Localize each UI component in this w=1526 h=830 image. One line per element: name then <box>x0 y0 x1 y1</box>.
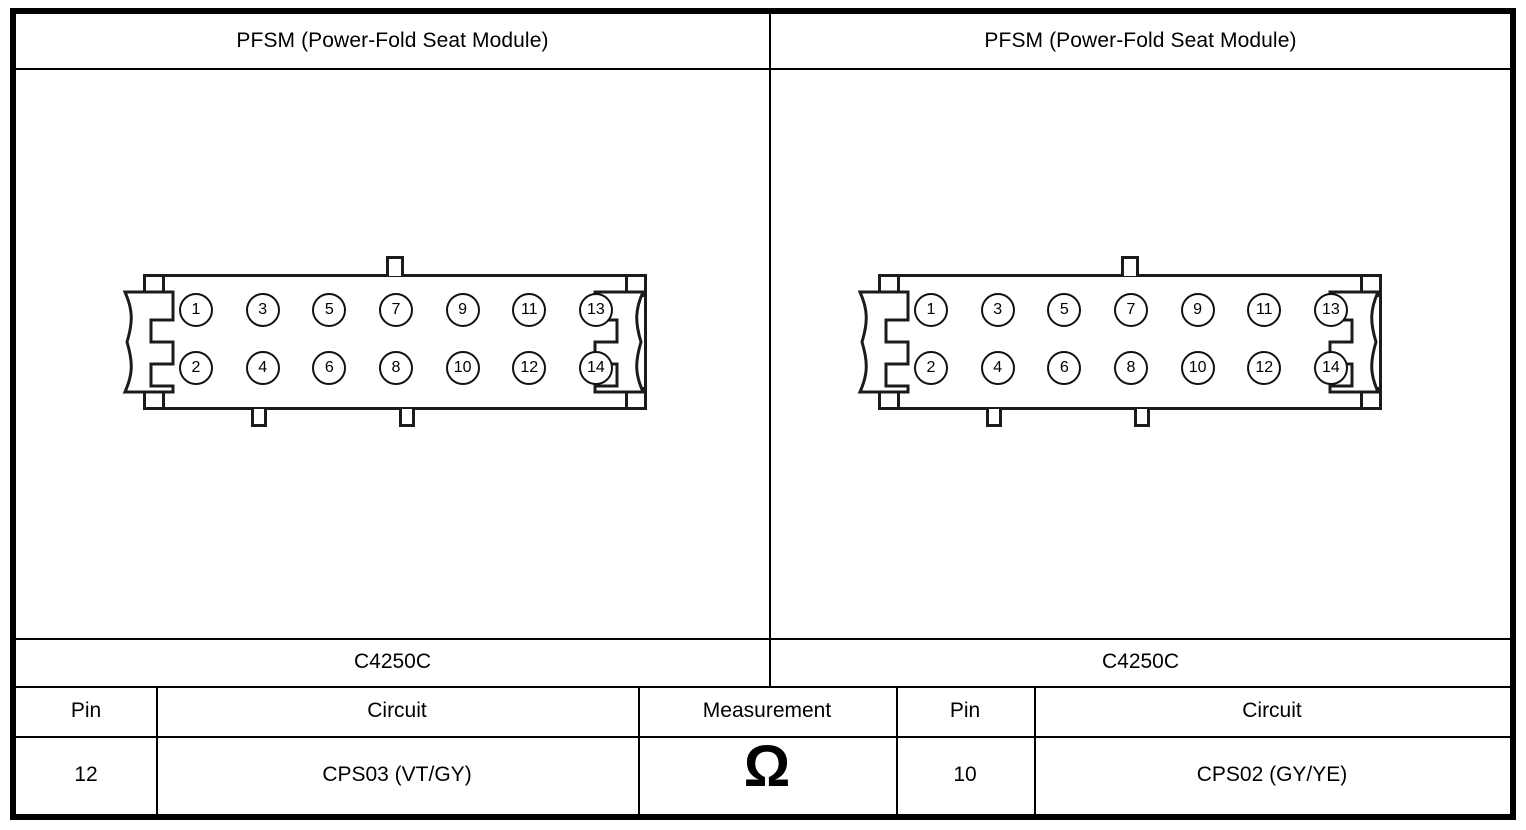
pin-circle[interactable]: 11 <box>1247 293 1282 327</box>
table-header-row: Pin Circuit Measurement Pin Circuit <box>16 686 1510 736</box>
header-pin-right: Pin <box>949 699 981 722</box>
pin-circle[interactable]: 7 <box>378 293 413 327</box>
pin-circle[interactable]: 5 <box>312 293 347 327</box>
pin-circle[interactable]: 4 <box>245 351 280 385</box>
keying-tab-bottom-left <box>986 409 1002 427</box>
connector-pane-left: 1 3 5 7 9 11 13 2 4 6 8 10 12 14 <box>16 68 769 638</box>
table-col-rule-3 <box>896 686 898 814</box>
pin-circle[interactable]: 2 <box>179 351 213 385</box>
cell-circuit-left: CPS03 (VT/GY) <box>322 763 472 786</box>
locking-latch-left <box>856 286 932 398</box>
pin-circle[interactable]: 3 <box>245 293 280 327</box>
keying-tab-top <box>386 256 404 276</box>
header-measurement: Measurement <box>702 699 832 722</box>
table-col-rule-2 <box>638 686 640 814</box>
header-circuit-right: Circuit <box>1242 699 1302 722</box>
pin-circle[interactable]: 14 <box>578 351 613 385</box>
connector-pane-right: 1 3 5 7 9 11 13 2 4 6 8 10 12 14 <box>771 68 1510 638</box>
pin-row-bottom: 2 4 6 8 10 12 14 <box>179 350 613 386</box>
pin-circle[interactable]: 10 <box>1180 351 1215 385</box>
table-header-rule <box>16 736 1510 738</box>
pin-circle[interactable]: 8 <box>378 351 413 385</box>
pin-row-bottom: 2 4 6 8 10 12 14 <box>914 350 1348 386</box>
pin-circle[interactable]: 4 <box>980 351 1015 385</box>
cell-pin-left: 12 <box>74 763 98 786</box>
connector-id-left: C4250C <box>353 650 432 673</box>
keying-tab-top <box>1121 256 1139 276</box>
pin-circle[interactable]: 9 <box>445 293 480 327</box>
module-title-right: PFSM (Power-Fold Seat Module) <box>984 29 1297 52</box>
pin-circle[interactable]: 10 <box>445 351 480 385</box>
pin-circle[interactable]: 14 <box>1313 351 1348 385</box>
keying-tab-bottom-left <box>251 409 267 427</box>
table-top-rule <box>16 686 1510 688</box>
pin-circle[interactable]: 5 <box>1047 293 1082 327</box>
pin-circle[interactable]: 2 <box>914 351 948 385</box>
pin-grid: 1 3 5 7 9 11 13 2 4 6 8 10 12 14 <box>914 286 1348 398</box>
pin-circle[interactable]: 11 <box>512 293 547 327</box>
keying-tab-bottom-right <box>1134 409 1150 427</box>
ohm-icon: Ω <box>743 734 791 799</box>
pin-circle[interactable]: 13 <box>578 293 613 327</box>
pin-circle[interactable]: 1 <box>179 293 213 327</box>
cell-pin-right: 10 <box>953 763 977 786</box>
connector-diagram-right: 1 3 5 7 9 11 13 2 4 6 8 10 12 14 <box>856 256 1404 448</box>
pin-circle[interactable]: 9 <box>1180 293 1215 327</box>
pin-row-top: 1 3 5 7 9 11 13 <box>914 292 1348 328</box>
pin-circle[interactable]: 12 <box>1247 351 1282 385</box>
locking-latch-left <box>121 286 197 398</box>
header-divider-rule <box>16 68 1510 70</box>
connector-id-top-rule <box>16 638 1510 640</box>
keying-tab-bottom-right <box>399 409 415 427</box>
table-col-rule-1 <box>156 686 158 814</box>
cell-circuit-right: CPS02 (GY/YE) <box>1196 763 1348 786</box>
pin-measurement-table: Pin Circuit Measurement Pin Circuit 12 C… <box>16 686 1510 814</box>
pin-grid: 1 3 5 7 9 11 13 2 4 6 8 10 12 14 <box>179 286 613 398</box>
pin-circle[interactable]: 12 <box>512 351 547 385</box>
pin-circle[interactable]: 3 <box>980 293 1015 327</box>
header-pin-left: Pin <box>70 699 102 722</box>
pin-circle[interactable]: 6 <box>312 351 347 385</box>
wiring-diagram-sheet: PFSM (Power-Fold Seat Module) PFSM (Powe… <box>10 8 1516 820</box>
pin-row-top: 1 3 5 7 9 11 13 <box>179 292 613 328</box>
pin-circle[interactable]: 7 <box>1113 293 1148 327</box>
pin-circle[interactable]: 6 <box>1047 351 1082 385</box>
table-data-row: 12 CPS03 (VT/GY) Ω 10 CPS02 (GY/YE) <box>16 736 1510 814</box>
module-title-left: PFSM (Power-Fold Seat Module) <box>236 29 549 52</box>
pin-circle[interactable]: 1 <box>914 293 948 327</box>
connector-id-right: C4250C <box>1101 650 1180 673</box>
pin-circle[interactable]: 13 <box>1313 293 1348 327</box>
pin-circle[interactable]: 8 <box>1113 351 1148 385</box>
connector-diagram-left: 1 3 5 7 9 11 13 2 4 6 8 10 12 14 <box>121 256 669 448</box>
header-circuit-left: Circuit <box>367 699 427 722</box>
table-col-rule-4 <box>1034 686 1036 814</box>
panel-divider-rule <box>769 14 771 686</box>
